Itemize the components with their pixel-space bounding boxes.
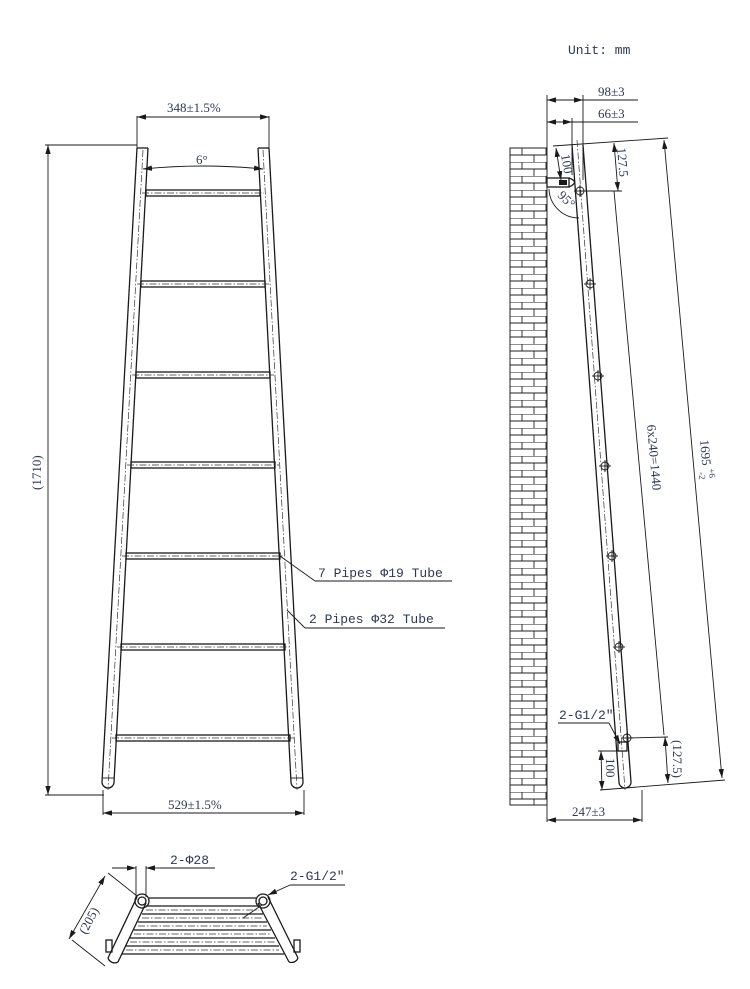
- height-dimension: (1710): [29, 455, 44, 490]
- angle-dimension: 6°: [196, 152, 208, 167]
- outer-offset-dimension: 98±3: [598, 84, 625, 99]
- rung: [122, 552, 284, 560]
- top-bracket-dimension: 100: [558, 153, 576, 175]
- side-rail: [571, 139, 633, 791]
- rung: [132, 371, 274, 379]
- side-inlet-label: 2-G1/2″: [559, 708, 614, 723]
- bottom-bracket-spacing: (127.5): [670, 740, 685, 778]
- left-rail: [101, 147, 149, 791]
- rung: [112, 734, 294, 742]
- rail-callout: 2 Pipes Φ32 Tube: [309, 612, 434, 627]
- top-width-dimension: 348±1.5%: [167, 100, 221, 115]
- depth-dimension: (205): [75, 904, 101, 936]
- front-view: 348±1.5% 6° (1710): [29, 100, 452, 816]
- top-bracket-spacing: 127.5: [614, 147, 631, 177]
- inner-offset-dimension: 66±3: [598, 106, 625, 121]
- bottom-bracket-dimension: 100: [603, 758, 618, 778]
- base-depth-dimension: 247±3: [572, 804, 605, 819]
- rung: [127, 461, 279, 469]
- rung: [137, 280, 269, 288]
- bottom-width-dimension: 529±1.5%: [168, 797, 222, 812]
- top-view: 2-Φ28 2-G1/2″ (205): [68, 853, 345, 967]
- right-rail: [257, 147, 304, 791]
- rungs: [112, 189, 294, 742]
- rung: [117, 643, 289, 651]
- rung-markers: [574, 185, 633, 744]
- overall-length-dimension: 1695 +6 -2: [694, 438, 722, 482]
- top-view-rungs: [122, 897, 284, 955]
- rung-spacing-dimension: 6x240=1440: [644, 424, 665, 491]
- brick-wall: [509, 147, 548, 806]
- side-view: 98±3 66±3 100 127.5 95°: [509, 84, 726, 823]
- rung: [142, 189, 264, 197]
- pipe-diameter-label: 2-Φ28: [170, 853, 209, 868]
- rung-callout: 7 Pipes Φ19 Tube: [318, 566, 443, 581]
- unit-label: Unit: mm: [568, 43, 631, 58]
- top-inlet-label: 2-G1/2″: [290, 869, 345, 884]
